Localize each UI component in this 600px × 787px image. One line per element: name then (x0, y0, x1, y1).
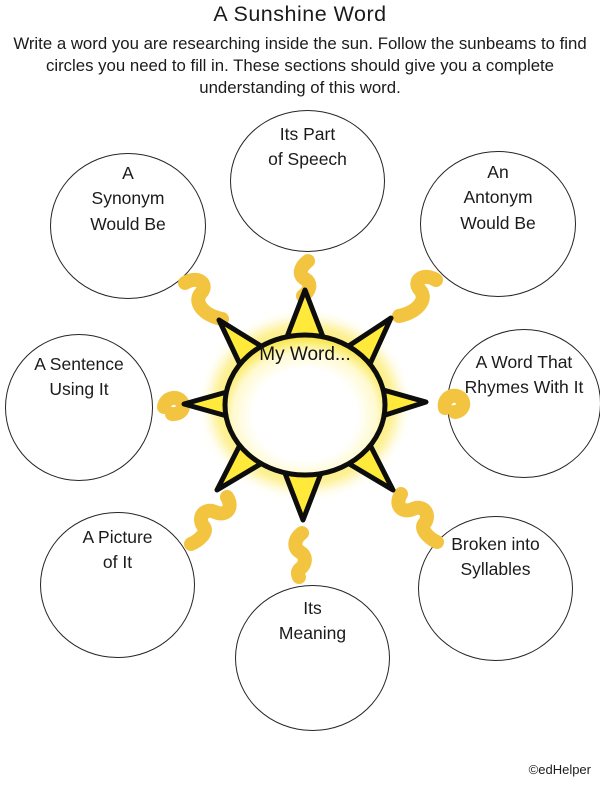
instructions-text: Write a word you are researching inside … (13, 34, 587, 98)
sun-glow (211, 321, 399, 489)
sunbeam-connector-top (293, 254, 317, 303)
sun-ray-bottom-left (214, 432, 272, 493)
circle-rhyme-label: A Word That Rhymes With It (464, 352, 584, 398)
sunbeam-connector-top-left (178, 272, 229, 326)
circle-part-of-speech: Its Part of Speech (230, 110, 385, 252)
sun-ray-bottom-right (338, 432, 396, 493)
circle-rhyme: A Word That Rhymes With It (447, 329, 600, 478)
circle-syllables-label: Broken into Syllables (451, 534, 540, 580)
circle-antonym-label: An Antonym Would Be (460, 162, 536, 233)
circle-synonym-label: A Synonym Would Be (90, 163, 166, 234)
sunbeam-connectors (157, 254, 471, 584)
sun-ray-left (181, 387, 237, 421)
sun-ray-bottom (280, 465, 326, 523)
sunbeam-connector-left (157, 390, 190, 422)
sunbeam-connector-top-right (392, 269, 443, 323)
circle-antonym: An Antonym Would Be (420, 151, 576, 297)
sunbeam-connector-bottom (288, 526, 312, 584)
sunbeam-connector-bottom-right (391, 487, 444, 549)
sunbeam-connector-bottom-left (184, 490, 237, 551)
circle-part-of-speech-label: Its Part of Speech (268, 124, 347, 170)
circle-meaning: Its Meaning (235, 585, 390, 731)
circle-synonym: A Synonym Would Be (50, 153, 206, 299)
circle-picture-label: A Picture of It (82, 527, 153, 573)
footer-credit: ©edHelper (528, 762, 591, 777)
sun-ray-right (373, 385, 429, 421)
sun-icon: My Word... (181, 287, 429, 523)
circle-picture: A Picture of It (40, 512, 195, 658)
circle-sentence: A Sentence Using It (5, 334, 153, 481)
sun-label: My Word... (259, 344, 351, 365)
sun-ray-top-left (216, 317, 272, 378)
circle-syllables: Broken into Syllables (418, 516, 573, 661)
circle-sentence-label: A Sentence Using It (34, 354, 124, 400)
sun-body (222, 332, 388, 478)
page-title: A Sunshine Word (213, 2, 387, 26)
sun-ray-top (282, 287, 328, 345)
sun-ray-top-right (338, 315, 394, 378)
circle-meaning-label: Its Meaning (278, 598, 347, 644)
sun-rays (181, 287, 429, 523)
